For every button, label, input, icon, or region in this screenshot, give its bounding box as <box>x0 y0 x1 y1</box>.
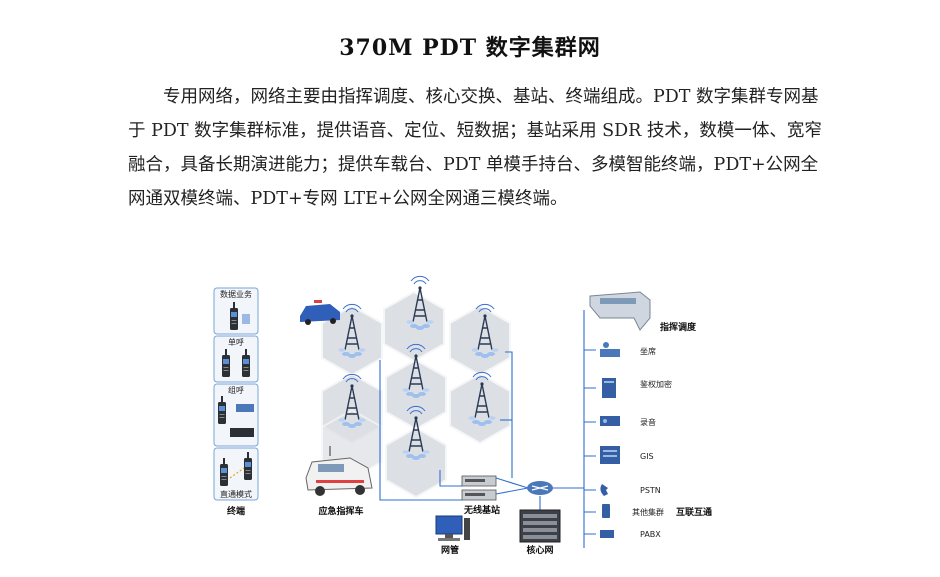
vehicle-label: 应急指挥车 <box>318 505 363 517</box>
dispatch-console-icon <box>236 404 254 412</box>
terminal-box-group-call: 组呼 <box>228 385 244 395</box>
backhaul-links <box>379 310 596 548</box>
data-card-icon <box>242 314 250 324</box>
pabx-icon <box>600 530 614 538</box>
command-vehicle-icon <box>305 446 373 496</box>
vehicle-radio-icon <box>230 428 254 437</box>
dispatch-item-recording: 录音 <box>640 417 656 427</box>
nms-label: 网管 <box>441 544 459 556</box>
base-station-devices <box>461 475 497 501</box>
base-station-label: 无线基站 <box>463 504 500 516</box>
dispatch-item-auth: 鉴权加密 <box>640 379 672 389</box>
terminal-box-single-call: 单呼 <box>228 337 244 347</box>
page-title: 370M PDT 数字集群网 <box>339 35 601 61</box>
dispatch-item-seat: 坐席 <box>640 346 656 356</box>
interconnect-label: 互联互通 <box>676 506 712 518</box>
auth-encryption-icon <box>602 378 616 398</box>
dispatch-seat-icon <box>600 342 620 357</box>
dispatch-center-icon <box>589 291 651 331</box>
terminal-column: 数据业务 单呼 组呼 直通模式 终端 <box>213 287 259 517</box>
dispatch-item-gis: GIS <box>640 452 654 461</box>
interconnect-item-pabx: PABX <box>640 530 661 539</box>
mobile-icon <box>602 504 610 518</box>
recording-icon <box>600 416 620 426</box>
core-server-icon <box>519 509 561 543</box>
police-car-icon <box>300 300 340 325</box>
terminal-box-data: 数据业务 <box>220 289 252 299</box>
terminal-box-direct-mode: 直通模式 <box>220 489 252 499</box>
phone-icon <box>600 484 608 496</box>
interconnect-item-other: 其他集群 <box>632 507 664 517</box>
terminal-label: 终端 <box>226 505 245 517</box>
direct-link <box>229 467 245 479</box>
core-label: 核心网 <box>526 544 553 556</box>
interconnect-item-pstn: PSTN <box>640 486 661 495</box>
router-icon <box>527 481 553 495</box>
body-paragraph: 专用网络，网络主要由指挥调度、核心交换、基站、终端组成。PDT 数字集群专网基于… <box>128 87 822 209</box>
gis-server-icon <box>600 446 620 464</box>
nms-computer-icon <box>435 515 470 541</box>
dispatch-label: 指挥调度 <box>660 321 697 333</box>
